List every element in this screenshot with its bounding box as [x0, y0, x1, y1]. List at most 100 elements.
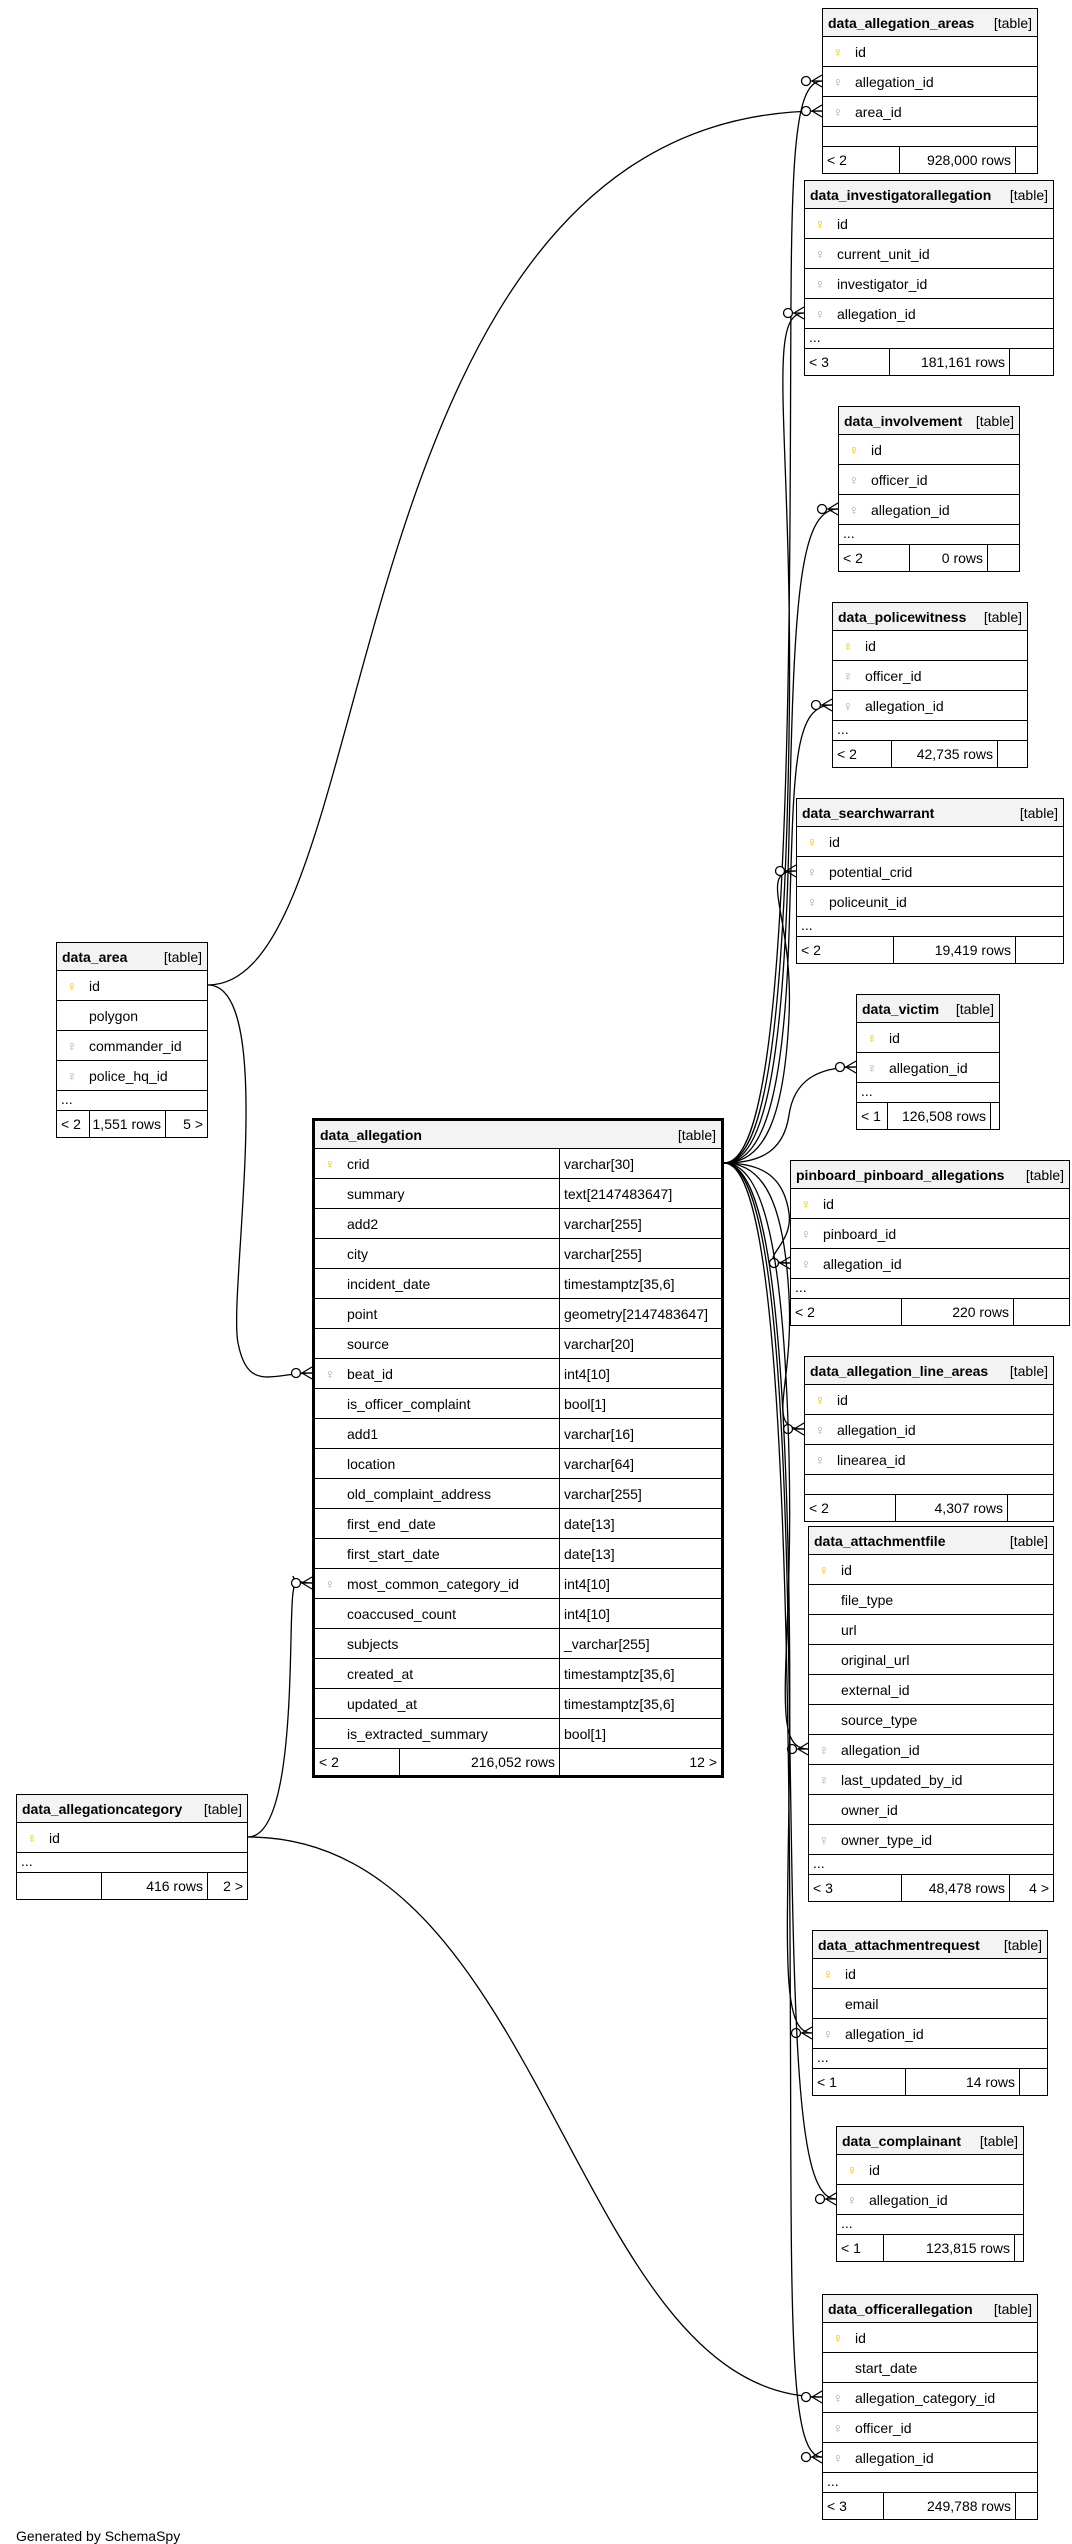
column-row[interactable]: ♀officer_id	[839, 465, 1019, 495]
column-row[interactable]: ♀allegation_id	[823, 67, 1037, 97]
column-row[interactable]: ♀id	[813, 1959, 1047, 1989]
children-link[interactable]: 4 >	[1009, 1875, 1053, 1901]
column-row[interactable]: ♀allegation_id	[833, 691, 1027, 721]
parents-link[interactable]: < 2	[319, 1754, 339, 1770]
table-name[interactable]: data_allegation_line_areas	[810, 1362, 989, 1379]
children-link[interactable]	[1007, 1495, 1053, 1521]
column-row[interactable]: ♀polygon	[57, 1001, 207, 1031]
table-data-investigatorallegation[interactable]: data_investigatorallegation[table]♀id♀cu…	[804, 180, 1054, 376]
column-row[interactable]: ♀id	[823, 2323, 1037, 2353]
table-data-involvement[interactable]: data_involvement[table]♀id♀officer_id♀al…	[838, 406, 1020, 572]
column-row[interactable]: ♀id	[17, 1823, 247, 1853]
parents-link[interactable]: < 2	[827, 152, 847, 168]
column-row[interactable]: ♀id	[823, 37, 1037, 67]
parents-link[interactable]: < 3	[809, 354, 829, 370]
table-name[interactable]: data_attachmentfile	[814, 1532, 946, 1549]
children-link[interactable]	[1009, 349, 1053, 375]
children-link[interactable]	[1015, 2493, 1037, 2519]
table-name[interactable]: data_investigatorallegation	[810, 186, 992, 203]
column-row[interactable]: ♀id	[809, 1555, 1053, 1585]
column-row[interactable]: ♀allegation_category_id	[823, 2383, 1037, 2413]
column-row[interactable]: ♀allegation_id	[837, 2185, 1023, 2215]
table-data-complainant[interactable]: data_complainant[table]♀id♀allegation_id…	[836, 2126, 1024, 2262]
children-link[interactable]: 12 >	[559, 1749, 721, 1775]
children-link[interactable]: 5 >	[165, 1111, 207, 1137]
column-row[interactable]: ♀subjects_varchar[255]	[315, 1629, 721, 1659]
column-row[interactable]: ♀allegation_id	[809, 1735, 1053, 1765]
parents-link[interactable]: < 2	[843, 550, 863, 566]
table-data-allegationcategory[interactable]: data_allegationcategory[table]♀id...416 …	[16, 1794, 248, 1900]
column-row[interactable]: ♀id	[833, 631, 1027, 661]
column-row[interactable]: ♀id	[57, 971, 207, 1001]
table-name[interactable]: data_allegationcategory	[22, 1800, 183, 1817]
column-row[interactable]: ♀id	[837, 2155, 1023, 2185]
column-row[interactable]: ♀email	[813, 1989, 1047, 2019]
column-row[interactable]: ♀allegation_id	[823, 2443, 1037, 2473]
children-link[interactable]	[987, 545, 1019, 571]
children-link[interactable]	[997, 741, 1027, 767]
column-row[interactable]: ♀officer_id	[833, 661, 1027, 691]
children-link[interactable]	[1015, 937, 1063, 963]
table-data-attachmentfile[interactable]: data_attachmentfile[table]♀id♀file_type♀…	[808, 1526, 1054, 1902]
parents-link[interactable]: < 2	[809, 1500, 829, 1516]
parents-link[interactable]: < 2	[795, 1304, 815, 1320]
children-link[interactable]	[1019, 2069, 1047, 2095]
column-row[interactable]: ♀id	[839, 435, 1019, 465]
parents-link[interactable]: < 2	[61, 1116, 81, 1132]
table-name[interactable]: pinboard_pinboard_allegations	[796, 1166, 1005, 1183]
parents-link[interactable]: < 2	[801, 942, 821, 958]
table-name[interactable]: data_officerallegation	[828, 2300, 973, 2317]
column-row[interactable]: ♀investigator_id	[805, 269, 1053, 299]
table-data-allegation-line-areas[interactable]: data_allegation_line_areas[table]♀id♀all…	[804, 1356, 1054, 1522]
parents-link[interactable]: < 2	[837, 746, 857, 762]
column-row[interactable]: ♀officer_id	[823, 2413, 1037, 2443]
column-row[interactable]: ♀commander_id	[57, 1031, 207, 1061]
column-row[interactable]: ♀allegation_id	[813, 2019, 1047, 2049]
table-name[interactable]: data_involvement	[844, 412, 963, 429]
column-row[interactable]: ♀police_hq_id	[57, 1061, 207, 1091]
column-row[interactable]: ♀url	[809, 1615, 1053, 1645]
table-data-allegation[interactable]: data_allegation[table]♀cridvarchar[30]♀s…	[312, 1118, 724, 1778]
parents-link[interactable]: < 1	[861, 1108, 881, 1124]
parents-link[interactable]: < 3	[813, 1880, 833, 1896]
column-row[interactable]: ♀allegation_id	[839, 495, 1019, 525]
table-data-victim[interactable]: data_victim[table]♀id♀allegation_id...< …	[856, 994, 1000, 1130]
table-data-attachmentrequest[interactable]: data_attachmentrequest[table]♀id♀email♀a…	[812, 1930, 1048, 2096]
children-link[interactable]	[990, 1103, 999, 1129]
parents-link[interactable]: < 1	[841, 2240, 861, 2256]
table-data-allegation-areas[interactable]: data_allegation_areas[table]♀id♀allegati…	[822, 8, 1038, 174]
children-link[interactable]	[1014, 2235, 1023, 2261]
table-name[interactable]: data_area	[62, 948, 128, 965]
column-row[interactable]: ♀allegation_id	[805, 299, 1053, 329]
table-data-officerallegation[interactable]: data_officerallegation[table]♀id♀start_d…	[822, 2294, 1038, 2520]
column-row[interactable]: ♀allegation_id	[805, 1415, 1053, 1445]
column-row[interactable]: ♀policeunit_id	[797, 887, 1063, 917]
table-data-searchwarrant[interactable]: data_searchwarrant[table]♀id♀potential_c…	[796, 798, 1064, 964]
column-row[interactable]: ♀owner_type_id	[809, 1825, 1053, 1855]
column-row[interactable]: ♀area_id	[823, 97, 1037, 127]
parents-link[interactable]	[17, 1873, 101, 1899]
column-row[interactable]: ♀external_id	[809, 1675, 1053, 1705]
table-pinboard-pinboard-allegations[interactable]: pinboard_pinboard_allegations[table]♀id♀…	[790, 1160, 1070, 1326]
column-row[interactable]: ♀original_url	[809, 1645, 1053, 1675]
column-row[interactable]: ♀allegation_id	[791, 1249, 1069, 1279]
column-row[interactable]: ♀linearea_id	[805, 1445, 1053, 1475]
children-link[interactable]	[1013, 1299, 1069, 1325]
children-link[interactable]: 2 >	[207, 1873, 247, 1899]
column-row[interactable]: ♀id	[791, 1189, 1069, 1219]
